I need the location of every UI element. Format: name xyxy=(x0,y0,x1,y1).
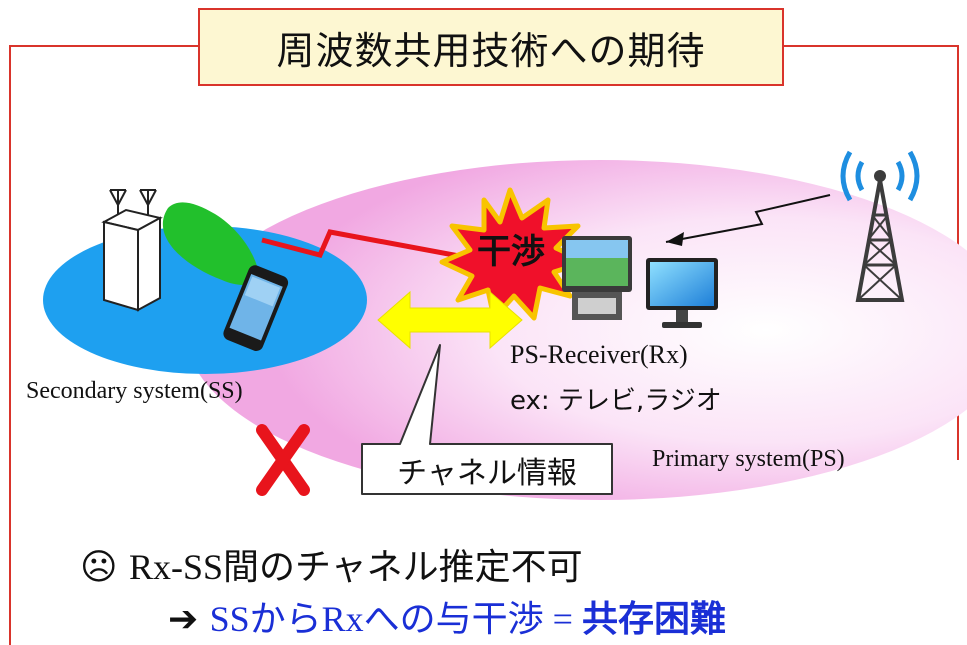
smartphone-icon xyxy=(223,265,289,351)
beam-shape xyxy=(162,202,259,285)
broadcast-tower-icon xyxy=(840,150,920,302)
base-station-icon xyxy=(101,189,163,312)
monitor-icon xyxy=(646,258,718,328)
primary-system-label: Primary system(PS) xyxy=(652,446,845,472)
interference-label: 干渉 xyxy=(477,232,545,272)
cross-mark-icon xyxy=(256,424,310,496)
tv-receiver-icon xyxy=(562,236,632,320)
broadcast-signal-line xyxy=(665,194,831,243)
secondary-system-label: Secondary system(SS) xyxy=(26,378,243,404)
ps-receiver-label: PS-Receiver(Rx) xyxy=(510,340,688,369)
interference-line xyxy=(261,229,471,261)
channel-info-label: チャネル情報 xyxy=(397,456,577,491)
conclusion-line-1: ☹ Rx-SS間のチャネル推定不可 xyxy=(80,538,583,590)
ps-receiver-examples: ex: テレビ,ラジオ xyxy=(510,386,722,416)
primary-system-area xyxy=(185,160,967,500)
channel-info-callout xyxy=(361,344,613,495)
conclusion-line-1-text: Rx-SS間のチャネル推定不可 xyxy=(128,547,583,587)
coexistence-difficult-label: 共存困難 xyxy=(581,599,726,640)
frown-icon: ☹ xyxy=(80,547,118,588)
slide-title: 周波数共用技術への期待 xyxy=(198,8,784,86)
conclusion-line-2: ➔ SSからRxへの与干渉 = 共存困難 xyxy=(168,590,726,642)
right-arrow-icon: ➔ xyxy=(168,599,199,640)
interference-burst xyxy=(439,187,589,321)
channel-double-arrow xyxy=(377,290,523,350)
conclusion-line-2-text: SSからRxへの与干渉 = xyxy=(209,599,582,639)
